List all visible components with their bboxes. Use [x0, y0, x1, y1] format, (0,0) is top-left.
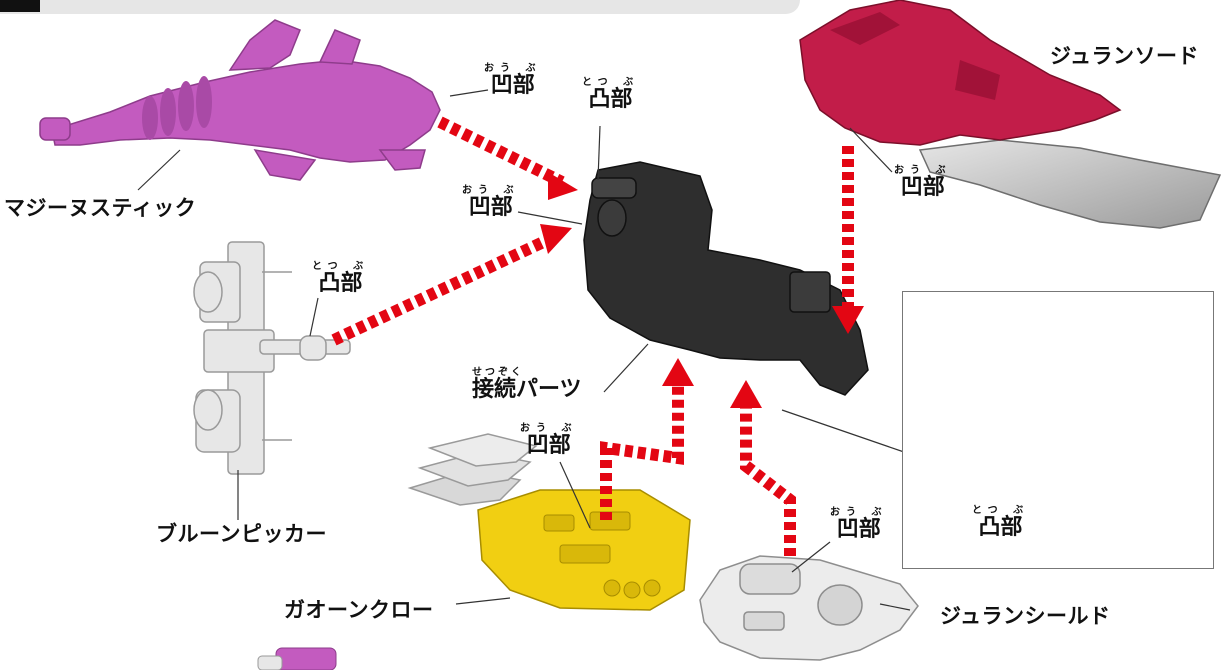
recess-text: 凹部: [836, 517, 881, 542]
magine-stick-part: [39, 19, 441, 181]
arrow-shield-to-connector: [730, 380, 796, 556]
arrow-gaoone-to-connector: [600, 358, 694, 520]
jyuran-sword-part: [799, 0, 1222, 229]
arrow-bluune-to-connector: [331, 224, 572, 346]
protrusion-text: 凸部: [318, 271, 363, 296]
connection-parts-ruby: せつぞく: [472, 367, 524, 378]
protrusion-label-bluune: とつ ぶ 凸部: [312, 262, 369, 295]
leader-lines: [137, 89, 1079, 611]
recess-label-magine: おう ぶ 凹部: [484, 64, 541, 97]
label-jyuran-sword: ジュランソード: [1050, 44, 1200, 68]
protrusion-text: 凸部: [978, 515, 1023, 540]
recess-text: 凹部: [468, 195, 513, 220]
recess-label-sword: おう ぶ 凹部: [894, 166, 951, 199]
gaoone-claw-part: [407, 433, 691, 611]
protrusion-label-inset: とつ ぶ 凸部: [972, 506, 1029, 539]
recess-label-gaoone: おう ぶ 凹部: [520, 424, 577, 457]
next-step-part-preview: [257, 647, 337, 670]
label-magine-stick: マジーヌスティック: [4, 196, 197, 220]
label-jyuran-shield: ジュランシールド: [940, 604, 1111, 628]
recess-label-connector-left: おう ぶ 凹部: [462, 186, 519, 219]
bluune-picker-part: [193, 241, 351, 475]
arrow-magine-to-connector: [437, 116, 578, 200]
protrusion-ruby: とつ ぶ: [312, 261, 370, 272]
step-number-tab: [0, 0, 40, 12]
protrusion-ruby: とつ ぶ: [972, 505, 1030, 516]
jyuran-shield-part: [699, 555, 919, 661]
zoom-inset-box: [902, 291, 1214, 569]
label-bluune-picker: ブルーンピッカー: [156, 522, 327, 546]
recess-text: 凹部: [526, 433, 571, 458]
recess-text: 凹部: [490, 73, 535, 98]
instruction-banner: [0, 0, 800, 14]
connection-parts-text: 接続パーツ: [472, 377, 582, 402]
recess-text: 凹部: [900, 175, 945, 200]
recess-ruby: おう ぶ: [894, 165, 952, 176]
recess-label-shield: おう ぶ 凹部: [830, 508, 887, 541]
label-gaoone-claw: ガオーンクロー: [284, 598, 434, 622]
recess-ruby: おう ぶ: [484, 63, 542, 74]
recess-ruby: おう ぶ: [520, 423, 578, 434]
protrusion-label-connector-top: とつ ぶ 凸部: [582, 78, 639, 111]
label-connection-parts: せつぞく 接続パーツ: [472, 368, 582, 401]
recess-ruby: おう ぶ: [830, 507, 888, 518]
protrusion-ruby: とつ ぶ: [582, 77, 640, 88]
arrow-sword-to-connector: [832, 146, 864, 334]
protrusion-text: 凸部: [588, 87, 633, 112]
connection-parts-part: [583, 161, 869, 396]
recess-ruby: おう ぶ: [462, 185, 520, 196]
